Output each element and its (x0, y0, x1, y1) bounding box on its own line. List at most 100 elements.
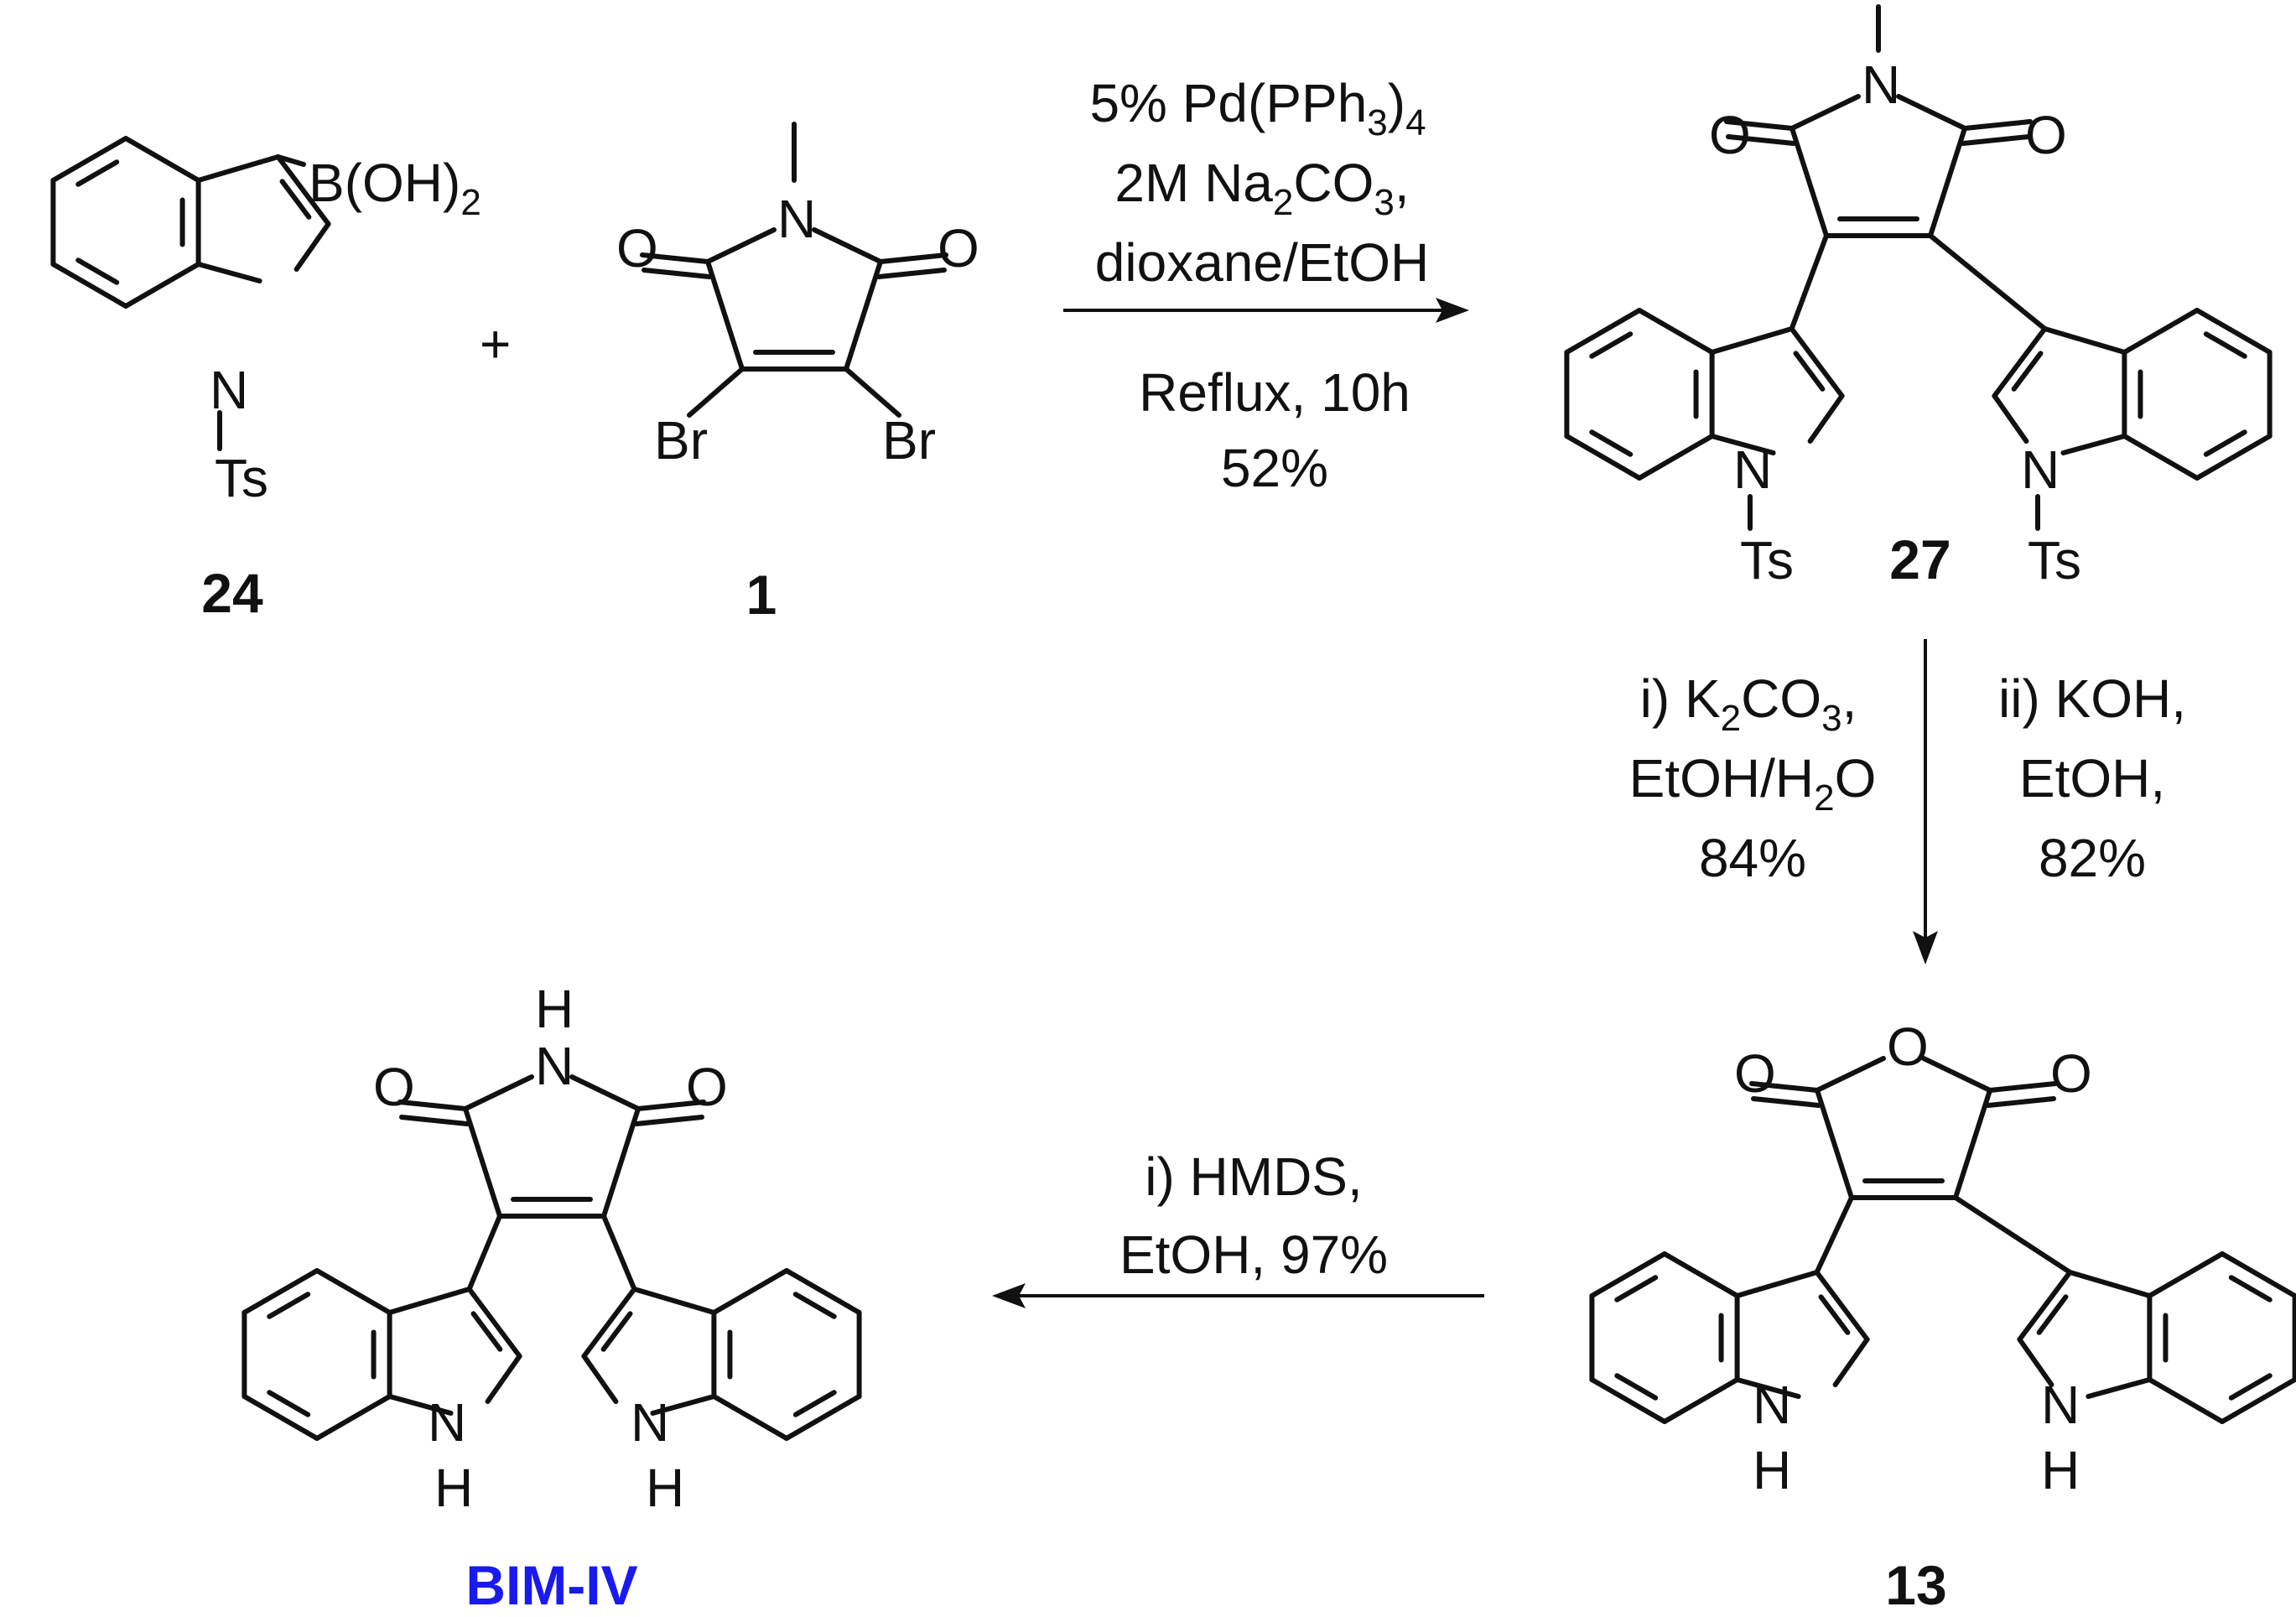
bim-ring-carbonyl (636, 1100, 706, 1111)
c13-nh-left-h: H (1753, 1440, 1791, 1500)
c27-n-right: N (2021, 439, 2060, 500)
c13-indole-left-pyrrole-double (1818, 1294, 1851, 1335)
step2b-solvent: EtOH, (2019, 748, 2165, 808)
bim-indole-right-benzene-bond (711, 1394, 789, 1441)
c13-ring-bond (1815, 1056, 1886, 1093)
bim-indole-right-benzene-double (792, 1292, 837, 1319)
label-bim-iv: BIM-IV (465, 1554, 637, 1616)
c27-indole-left-pyrrole-bond (1807, 393, 1845, 444)
c13-ring-bond (1953, 1088, 1992, 1200)
c13-indole-right-pyrrole-bond (2067, 1270, 2153, 1298)
c13-ring-carbonyl (1751, 1096, 1821, 1108)
c27-n-left: N (1733, 439, 1772, 500)
bim-indole-left-pyrrole-bond (485, 1354, 522, 1404)
c13-indole-right-benzene-bond (2220, 1251, 2296, 1298)
c24-indole-benzene-bond (123, 262, 201, 309)
c13-ring-carbonyl (1986, 1096, 2056, 1108)
c27-ring-bond (1790, 94, 1861, 131)
c27-indole-right-pyrrole-bond (2060, 434, 2127, 455)
c13-indole-left-benzene-bond (1662, 1377, 1740, 1424)
c13-link-right (1953, 1195, 2073, 1275)
c27-ts-left: Ts (1740, 530, 1794, 590)
c1-n-label: N (777, 189, 816, 249)
c24-indole-pyrrole-bond (275, 154, 331, 226)
bim-indole-left-pyrrole-double (470, 1311, 503, 1352)
c27-ring-carbonyl (1962, 119, 2033, 131)
arrow-step2-head (1913, 931, 1938, 964)
step1-base: 2M Na2CO3, (1114, 153, 1409, 223)
plus-sign: + (480, 314, 511, 374)
c13-o-left: O (1734, 1043, 1776, 1104)
c27-indole-right-pyrrole-double (2011, 351, 2044, 392)
compound-labels: 24 1 27 13 BIM-IV (201, 528, 1951, 1616)
c24-n-label: N (210, 360, 248, 420)
step3-solvent-yield: EtOH, 97% (1119, 1224, 1388, 1285)
c27-indole-right-pyrrole-bond (1992, 326, 2048, 398)
c13-link-left (1814, 1195, 1854, 1275)
c24-boron-label: B(OH)2 (309, 153, 481, 223)
c27-indole-right-pyrrole-bond (2042, 326, 2127, 355)
step2b-reagent: ii) KOH, (1998, 668, 2186, 729)
c27-ring-bond (1928, 126, 1967, 238)
c13-o-ring: O (1887, 1016, 1929, 1077)
bim-indole-left-benzene-double (267, 1292, 311, 1319)
bim-ring-carbonyl (634, 1115, 704, 1126)
c13-ring-carbonyl (1749, 1081, 1820, 1093)
c27-indole-left-benzene-double (1589, 331, 1634, 359)
bim-indole-left-benzene-double (267, 1390, 311, 1417)
c27-ring-carbonyl (1724, 119, 1795, 131)
bim-ring-bond (601, 1106, 641, 1219)
c27-o-right: O (2025, 105, 2067, 165)
c13-indole-left-pyrrole-bond (1734, 1377, 1801, 1399)
c27-indole-left-pyrrole-bond (1789, 326, 1845, 398)
c13-ring-carbonyl (1987, 1081, 2058, 1093)
step3-reagent: i) HMDS, (1145, 1146, 1363, 1207)
c1-ring-bond (812, 227, 883, 264)
c13-nh-right-n: N (2041, 1375, 2080, 1435)
c27-indole-left-benzene-double (1589, 429, 1634, 457)
step2b-yield: 82% (2039, 828, 2146, 888)
step2a-yield: 84% (1699, 828, 1806, 888)
c13-indole-right-benzene-bond (2147, 1377, 2225, 1424)
c24-indole-pyrrole-bond (293, 221, 331, 272)
c27-link-right (1928, 233, 2048, 331)
c13-indole-right-benzene-double (2228, 1275, 2273, 1302)
c1-c-br-bond (844, 367, 901, 418)
bim-ring-carbonyl (397, 1100, 468, 1111)
c13-indole-left-benzene-double (1614, 1275, 1659, 1302)
label-13: 13 (1885, 1554, 1946, 1616)
c1-o-right: O (938, 218, 979, 278)
c27-ring-carbonyl (1726, 134, 1796, 146)
bim-indole-right-pyrrole-double (600, 1311, 633, 1352)
c24-indole-benzene-double (75, 257, 120, 285)
c13-indole-left-pyrrole-bond (1832, 1337, 1870, 1387)
c27-indole-right-pyrrole-bond (1992, 393, 2029, 444)
step1-temp-time: Reflux, 10h (1139, 362, 1410, 423)
bim-indole-left-pyrrole-bond (387, 1394, 454, 1416)
bim-indole-right-benzene-bond (711, 1268, 789, 1315)
c1-ring-carbonyl (878, 252, 948, 264)
c1-ring-carbonyl (642, 268, 712, 279)
bim-ring-carbonyl (399, 1115, 470, 1126)
step2a-solvent: EtOH/H2O (1629, 748, 1877, 819)
c13-indole-left-pyrrole-bond (1814, 1270, 1870, 1342)
bim-o-left: O (373, 1057, 415, 1117)
atom-labels: B(OH)2 N Ts + N O O Br Br N O O N Ts N T… (210, 55, 2092, 1518)
conditions-step2a: i) K2CO3, EtOH/H2O 84% (1629, 668, 1877, 888)
c13-indole-left-benzene-double (1614, 1373, 1659, 1401)
bim-nh-left-h: H (434, 1458, 473, 1518)
c27-indole-right-benzene-double (2203, 429, 2247, 457)
label-27: 27 (1889, 528, 1951, 590)
c27-ring-bond (1896, 94, 1967, 131)
c1-br-right: Br (882, 410, 936, 471)
c1-br-left: Br (654, 410, 708, 471)
bim-indole-left-benzene-bond (314, 1394, 392, 1441)
bim-indole-right-benzene-bond (784, 1394, 862, 1441)
arrows (992, 298, 1938, 1308)
c13-indole-right-benzene-double (2228, 1373, 2273, 1401)
c24-ts-label: Ts (215, 448, 268, 508)
bim-ring-bond (463, 1106, 502, 1219)
bim-indole-left-pyrrole-bond (466, 1287, 522, 1359)
c27-indole-right-benzene-bond (2122, 308, 2200, 355)
